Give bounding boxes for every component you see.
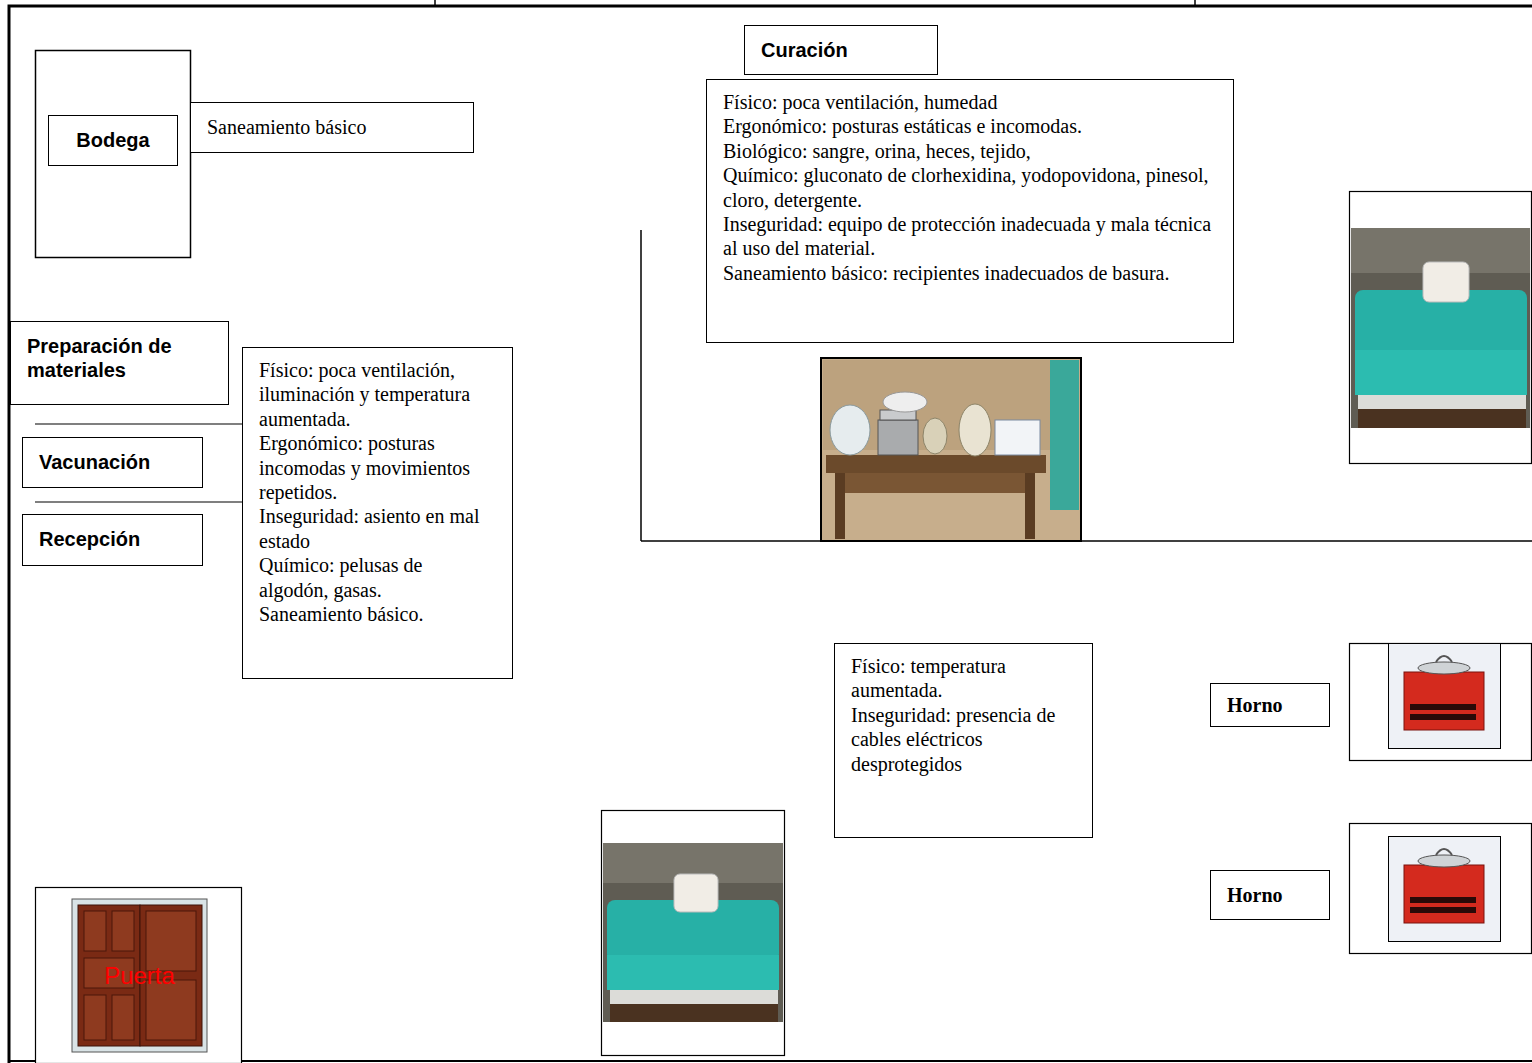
room-label: Recepción — [22, 514, 203, 566]
label-text: Vacunación — [39, 450, 186, 474]
risk-text: Saneamiento básico: recipientes inadecua… — [723, 261, 1217, 285]
room-outline — [36, 51, 191, 258]
risk-text: Biológico: sangre, orina, heces, tejido, — [723, 139, 1217, 163]
oven-photo — [1350, 644, 1532, 761]
risk-text: Inseguridad: asiento en mal estado — [259, 504, 496, 553]
risk-text: Saneamiento básico — [207, 115, 457, 139]
separator — [35, 501, 243, 502]
risk-text: Químico: pelusas de algodón, gasas. — [259, 553, 496, 602]
label-text: Bodega — [57, 128, 169, 152]
label-text: Puerta — [104, 962, 175, 990]
risk-text: Químico: gluconato de clorhexidina, yodo… — [723, 163, 1217, 212]
risk-box: Saneamiento básico — [190, 102, 474, 153]
risk-text: Ergonómico: posturas estáticas e incomod… — [723, 114, 1217, 138]
label-text: Horno — [1227, 693, 1313, 717]
risk-text: Saneamiento básico. — [259, 602, 496, 626]
bed-photo — [1350, 192, 1532, 464]
room-label: Vacunación — [22, 437, 203, 488]
risk-text: Inseguridad: equipo de protección inadec… — [723, 212, 1217, 261]
room-label: Bodega — [48, 115, 178, 166]
risk-box: Físico: temperatura aumentada.Insegurida… — [834, 643, 1093, 838]
label-text: Horno — [1227, 883, 1313, 907]
wall — [641, 540, 1532, 542]
room-label: Preparación de materiales — [10, 321, 229, 405]
risk-text: Físico: temperatura aumentada. — [851, 654, 1076, 703]
door-picture — [36, 888, 242, 1063]
room-label: Curación — [744, 25, 938, 75]
wall — [1194, 0, 1196, 7]
label-text: Curación — [761, 38, 921, 62]
bed-photo — [602, 811, 785, 1056]
wall — [434, 0, 436, 7]
separator — [35, 423, 243, 424]
table-photo — [821, 358, 1081, 541]
risk-text: Físico: poca ventilación, humedad — [723, 90, 1217, 114]
risk-box: Físico: poca ventilación, iluminación y … — [242, 347, 513, 679]
risk-text: Físico: poca ventilación, iluminación y … — [259, 358, 496, 431]
risk-text: Inseguridad: presencia de cables eléctri… — [851, 703, 1076, 776]
equipment-label: Horno — [1210, 870, 1330, 920]
risk-text: Ergonómico: posturas incomodas y movimie… — [259, 431, 496, 504]
wall — [640, 230, 642, 541]
risk-box: Físico: poca ventilación, humedadErgonóm… — [706, 79, 1234, 343]
label-text: Recepción — [39, 527, 186, 551]
oven-photo — [1350, 824, 1532, 954]
door-label: Puerta — [73, 900, 206, 1052]
equipment-label: Horno — [1210, 683, 1330, 727]
label-text: Preparación de materiales — [27, 334, 212, 382]
wall — [9, 6, 1532, 1063]
